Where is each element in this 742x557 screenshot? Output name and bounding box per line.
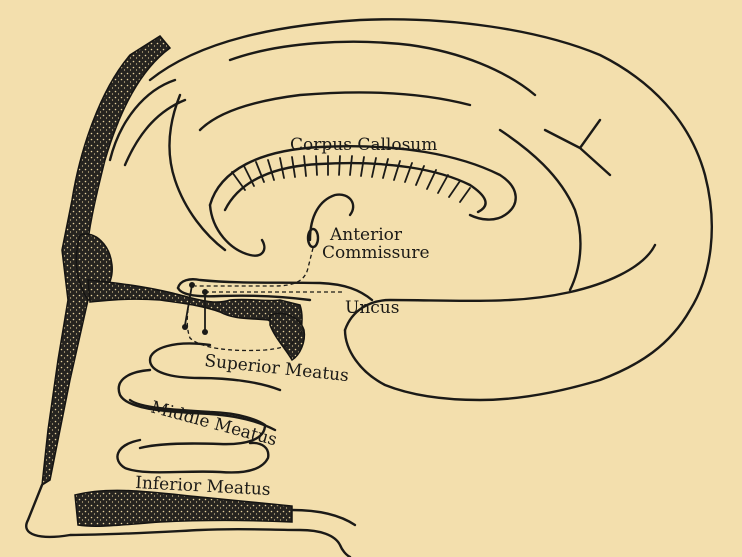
label-corpus-callosum: Corpus Callosum (290, 135, 437, 155)
label-commissure: Commissure (322, 243, 430, 263)
brain-outline (150, 19, 712, 400)
septum-curve (210, 205, 264, 256)
inferior-turbinate (117, 440, 268, 472)
label-anterior: Anterior (329, 225, 403, 245)
corpus-callosum-inner (225, 163, 486, 212)
olfactory-neurons (182, 282, 208, 335)
label-superior-meatus: Superior Meatus (203, 351, 349, 386)
calcarine-sulcus (545, 120, 610, 175)
nasal-floor-line (292, 510, 355, 525)
label-uncus: Uncus (345, 298, 399, 318)
gyrus-superior (230, 42, 535, 95)
corpus-callosum-outer (210, 146, 516, 219)
corpus-callosum-striations (232, 156, 470, 202)
gyrus-cingulate-inner (200, 92, 470, 130)
olfactory-bulb-lower (178, 288, 310, 300)
